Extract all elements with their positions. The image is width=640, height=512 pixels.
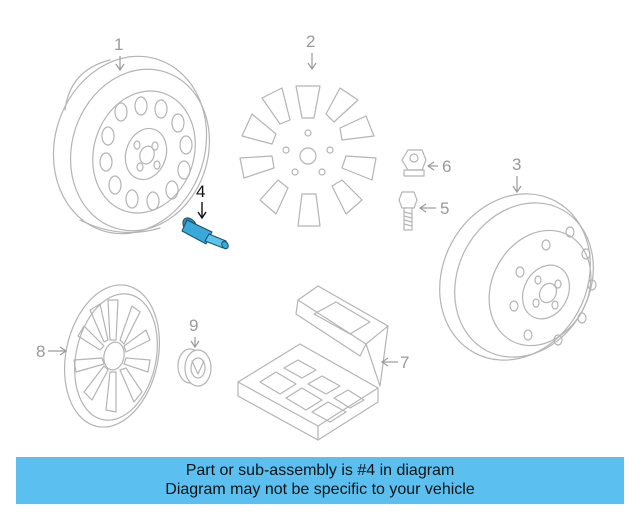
leader-arrow-9 <box>190 340 200 349</box>
part-9-center-cap <box>177 348 212 387</box>
part-8-wheel-cover <box>63 284 161 428</box>
leader-arrow-8 <box>59 346 68 356</box>
parts-diagram: 1 2 3 4 5 6 7 8 9 <box>36 32 597 441</box>
leader-arrow-6 <box>426 161 435 171</box>
caption-line-part-number: Part or sub-assembly is #4 in diagram <box>185 462 455 479</box>
leader-arrow-2 <box>307 62 317 71</box>
part-1-steel-wheel <box>52 55 211 235</box>
part-6-lug-nut <box>401 149 427 177</box>
leader-arrow-7 <box>380 357 389 367</box>
callout-7: 7 <box>400 353 409 372</box>
callout-3: 3 <box>512 155 521 174</box>
part-3-spare-wheel <box>439 193 597 361</box>
callout-6: 6 <box>442 157 451 176</box>
part-5-wheel-bolt <box>398 191 418 231</box>
caption-line-disclaimer: Diagram may not be specific to your vehi… <box>165 481 475 498</box>
callout-8: 8 <box>36 342 45 361</box>
callout-2: 2 <box>306 32 315 51</box>
leader-arrow-3 <box>512 185 522 194</box>
callout-9: 9 <box>189 316 198 335</box>
leader-arrow-1 <box>115 63 125 72</box>
part-7-accessory-case <box>237 285 389 441</box>
part-4-valve-stem[interactable] <box>180 215 230 250</box>
part-2-alloy-wheel <box>239 85 377 227</box>
callout-4: 4 <box>196 182 205 201</box>
leader-arrow-4 <box>197 211 207 220</box>
caption-banner: Part or sub-assembly is #4 in diagram Di… <box>16 457 624 504</box>
callout-1: 1 <box>114 35 123 54</box>
callout-5: 5 <box>440 199 449 218</box>
leader-arrow-5 <box>418 203 427 213</box>
